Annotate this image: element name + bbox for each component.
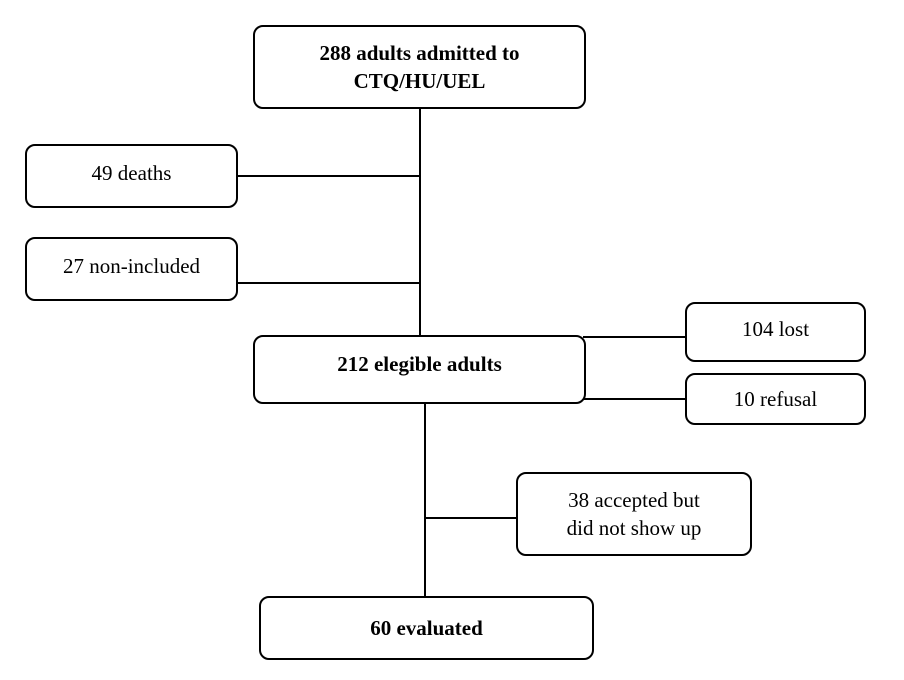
eligible-adults-label: 212 elegible adults bbox=[337, 351, 502, 376]
non-included-box: 27 non-included bbox=[25, 237, 238, 301]
deaths-label: 49 deaths bbox=[91, 161, 172, 185]
evaluated-label: 60 evaluated bbox=[370, 616, 483, 640]
refusal-box: 10 refusal bbox=[685, 373, 866, 425]
admitted-adults-line1: 288 adults admitted to bbox=[319, 41, 520, 65]
non-included-label: 27 non-included bbox=[62, 254, 201, 278]
connector-no-show-branch bbox=[424, 517, 518, 519]
connector-refusal-branch bbox=[583, 398, 687, 400]
connector-lost-branch bbox=[583, 336, 687, 338]
connector-non-included-branch bbox=[236, 282, 421, 284]
deaths-box: 49 deaths bbox=[25, 144, 238, 208]
connector-admitted-to-eligible bbox=[419, 107, 421, 336]
admitted-adults-line2: CTQ/HU/UEL bbox=[353, 69, 486, 93]
refusal-label: 10 refusal bbox=[733, 387, 818, 411]
eligible-adults-box: 212 elegible adults bbox=[253, 335, 586, 404]
lost-box: 104 lost bbox=[685, 302, 866, 362]
evaluated-box: 60 evaluated bbox=[259, 596, 594, 660]
no-show-line1: 38 accepted but bbox=[568, 488, 700, 512]
no-show-box: 38 accepted but did not show up bbox=[516, 472, 752, 556]
lost-label: 104 lost bbox=[741, 317, 810, 341]
no-show-line2: did not show up bbox=[566, 516, 702, 540]
connector-deaths-branch bbox=[236, 175, 421, 177]
admitted-adults-box: 288 adults admitted to CTQ/HU/UEL bbox=[253, 25, 586, 109]
connector-eligible-to-evaluated bbox=[424, 402, 426, 599]
